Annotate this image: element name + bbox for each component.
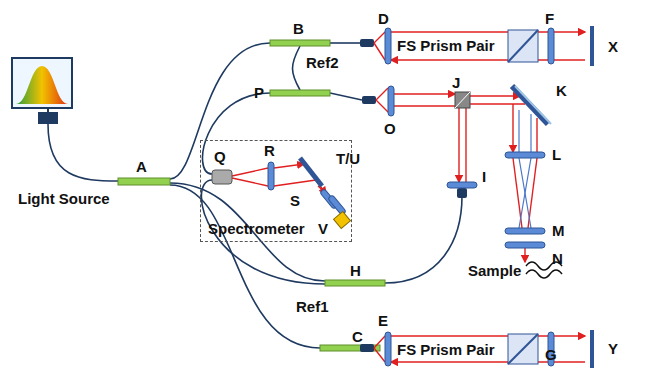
callout-letter: J [452,74,460,91]
callout-letter: F [545,10,554,27]
callout-letter: P [254,84,264,101]
callout-letter: N [552,250,563,267]
callout-letter: T/U [336,150,360,167]
part-label: FS Prism Pair [397,37,495,54]
callout-letter: V [318,220,328,237]
callout-letter: C [352,328,363,345]
callout-letter: M [552,222,565,239]
beams [232,32,585,362]
callout-letter: E [378,312,388,329]
callout-letter: G [545,346,557,363]
callout-letter: S [290,192,300,209]
collimators [360,39,467,352]
light-source [12,58,72,124]
part-label: FS Prism Pair [397,341,495,358]
callout-letter: L [552,146,561,163]
part-label: Ref1 [296,298,329,315]
callout-letter: Q [214,148,226,165]
callout-letter: D [378,10,389,27]
optics [212,26,592,368]
part-label: Light Source [18,190,110,207]
return-beams [519,110,531,228]
callout-letter: R [264,142,275,159]
callout-letter: A [136,158,147,175]
callout-letter: X [608,38,618,55]
callout-letter: I [482,168,486,185]
part-label: Sample [468,262,521,279]
optical-fibers [48,43,462,348]
part-label: Ref2 [306,54,339,71]
callout-letter: K [556,82,567,99]
callout-letter: H [350,262,361,279]
callout-letter: B [293,20,304,37]
box-title: Spectrometer [208,220,305,237]
callout-letter: O [384,120,396,137]
callout-letter: Y [608,340,618,357]
fiber-couplers [118,40,385,351]
lenses [268,28,554,366]
